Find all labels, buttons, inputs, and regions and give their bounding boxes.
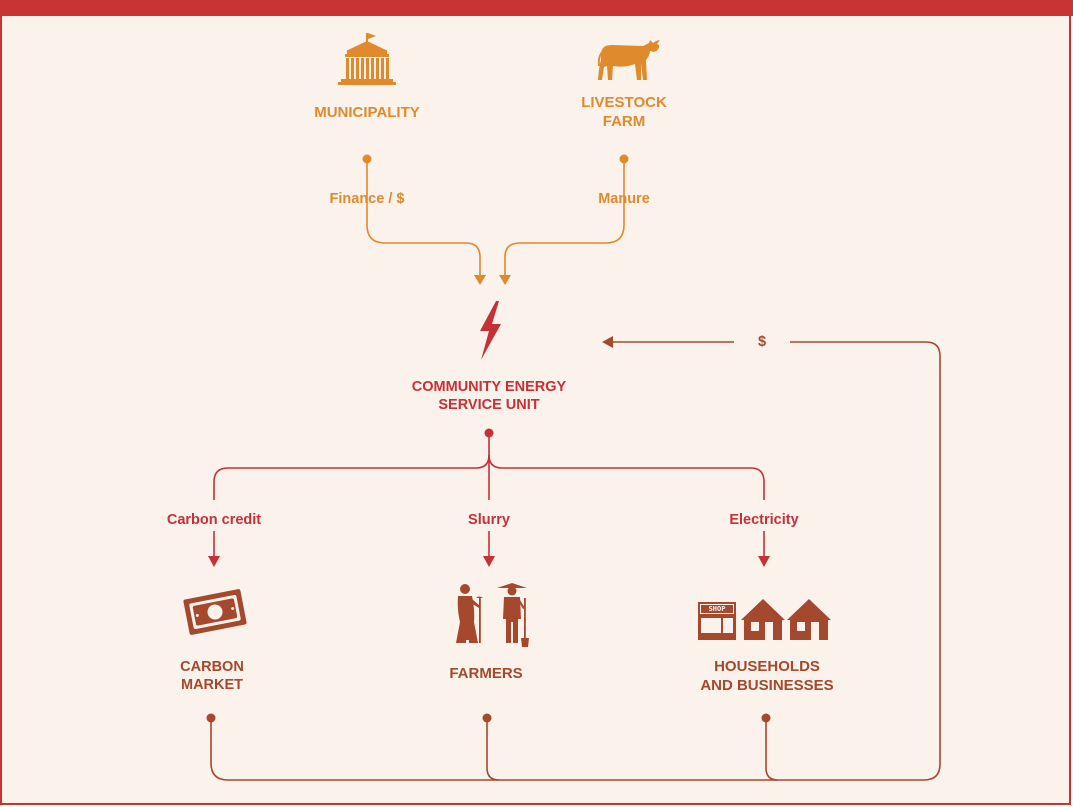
electricity-arrowhead — [758, 556, 770, 567]
manure-connector — [504, 159, 625, 275]
finance-connector — [366, 159, 481, 275]
electricity-flow-label: Electricity — [729, 512, 799, 528]
carbon-credit-arrowhead — [208, 556, 220, 567]
carbon-market-dot — [206, 713, 216, 723]
banknote-icon — [183, 589, 247, 635]
energy-unit-dot — [484, 428, 494, 438]
distribution-connector — [213, 433, 765, 556]
diagram-panel — [0, 16, 1071, 805]
payment-flow-label: $ — [757, 334, 767, 350]
households-dot — [761, 713, 771, 723]
shop-houses-icon — [698, 599, 831, 640]
households-label: HOUSEHOLDS AND BUSINESSES — [700, 658, 834, 694]
manure-flow-label: Manure — [598, 191, 650, 207]
shop-sign: SHOP — [708, 605, 726, 613]
carbon-credit-flow-label: Carbon credit — [166, 512, 262, 528]
finance-arrowhead — [474, 275, 486, 285]
payment-loop — [210, 341, 941, 781]
livestock-dot — [619, 154, 629, 164]
livestock-farm-label: LIVESTOCK FARM — [581, 94, 667, 130]
municipality-dot — [362, 154, 372, 164]
farmers-dot — [482, 713, 492, 723]
manure-arrowhead — [499, 275, 511, 285]
municipality-label: MUNICIPALITY — [314, 104, 420, 121]
slurry-flow-label: Slurry — [468, 512, 510, 528]
carbon-market-label: CARBON MARKET — [180, 659, 244, 694]
cow-icon — [597, 40, 660, 80]
top-bar — [0, 0, 1073, 16]
payment-arrowhead — [602, 336, 613, 348]
slurry-arrowhead — [483, 556, 495, 567]
farmers-icon — [456, 583, 529, 647]
building-icon — [338, 33, 396, 85]
finance-flow-label: Finance / $ — [329, 191, 405, 207]
lightning-icon — [480, 301, 501, 360]
farmers-label: FARMERS — [449, 665, 523, 682]
energy-unit-label: COMMUNITY ENERGY SERVICE UNIT — [411, 379, 567, 414]
